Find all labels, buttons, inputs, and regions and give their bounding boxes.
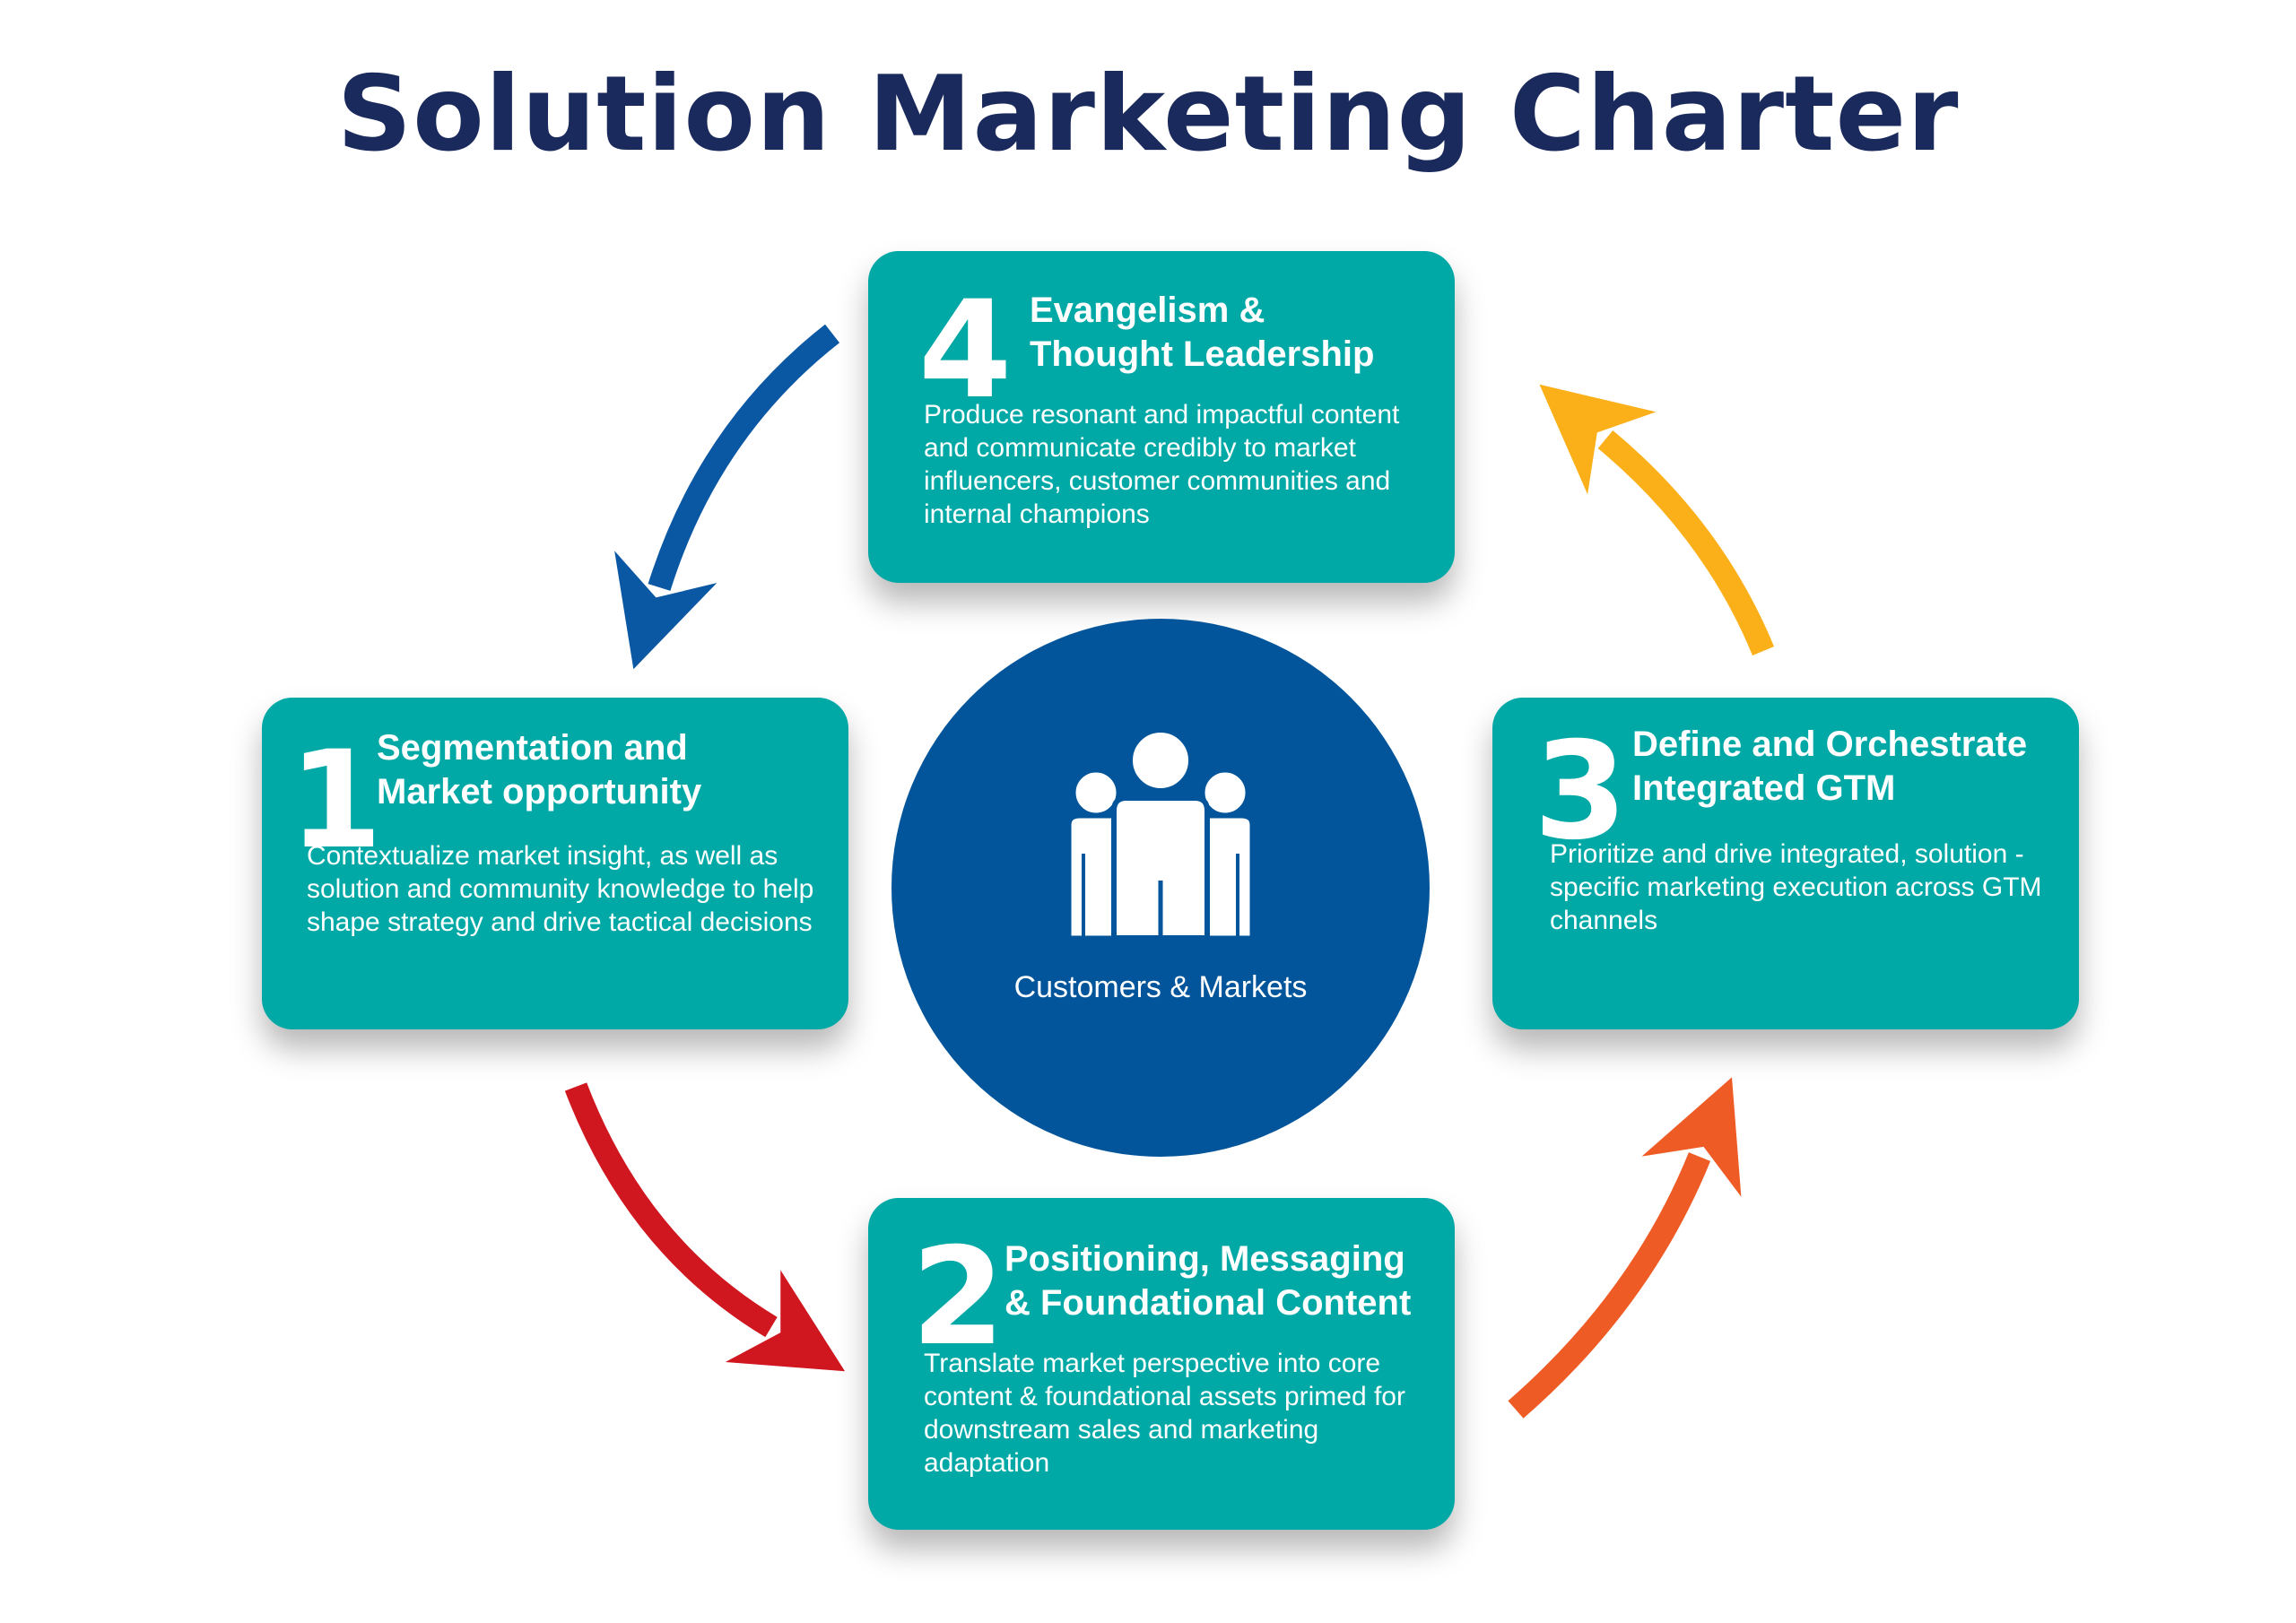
step-heading-line: Evangelism &: [1030, 291, 1265, 330]
step-heading-line: Thought Leadership: [1030, 334, 1375, 374]
step-heading: Evangelism & Thought Leadership: [1030, 289, 1374, 377]
step-heading-line: Define and Orchestrate: [1632, 725, 2028, 764]
step-card-2: 2 Positioning, Messaging & Foundational …: [868, 1198, 1455, 1530]
step-number: 2: [911, 1219, 1005, 1376]
customers-markets-hub: Customers & Markets: [891, 619, 1430, 1157]
page-title: Solution Marketing Charter: [336, 54, 1960, 175]
step-description: Produce resonant and impactful content a…: [924, 400, 1400, 529]
step-heading-line: & Foundational Content: [1004, 1283, 1412, 1323]
step-number: 1: [289, 723, 383, 879]
step-card-3: 3 Define and Orchestrate Integrated GTM …: [1492, 698, 2079, 1029]
step-heading-line: Positioning, Messaging: [1004, 1239, 1405, 1279]
step-number: 3: [1534, 714, 1628, 870]
step-card-4: 4 Evangelism & Thought Leadership Produc…: [868, 251, 1455, 583]
step-card-1: 1 Segmentation and Market opportunity Co…: [262, 698, 848, 1029]
center-label: Customers & Markets: [1013, 970, 1308, 1004]
step-number: 4: [918, 273, 1013, 429]
step-heading: Positioning, Messaging & Foundational Co…: [1004, 1237, 1411, 1325]
step-heading-line: Integrated GTM: [1632, 768, 1896, 808]
step-heading-line: Market opportunity: [377, 772, 702, 812]
step-heading-line: Segmentation and: [377, 728, 688, 768]
arrow-4-to-1: [614, 324, 840, 670]
people-group-icon: [1066, 728, 1255, 940]
arrow-3-to-4: [1539, 384, 1775, 655]
step-description: Prioritize and drive integrated, solutio…: [1550, 839, 2042, 935]
step-description: Translate market perspective into core c…: [924, 1349, 1405, 1478]
arrow-2-to-3: [1508, 1077, 1742, 1419]
arrow-1-to-2: [564, 1082, 846, 1372]
step-heading: Define and Orchestrate Integrated GTM: [1632, 723, 2027, 811]
step-description: Contextualize market insight, as well as…: [307, 841, 814, 937]
step-heading: Segmentation and Market opportunity: [377, 726, 701, 814]
